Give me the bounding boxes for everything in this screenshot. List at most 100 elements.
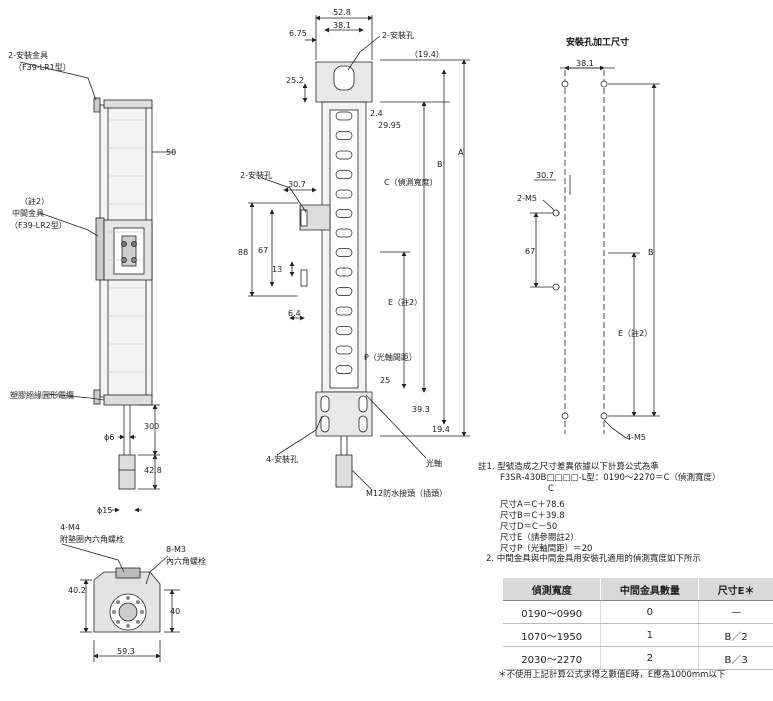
dim-A: A <box>458 148 464 157</box>
dim-6-4: 6.4 <box>288 309 301 318</box>
header-dim-e: 尺寸E＊ <box>698 578 773 601</box>
dim-19-4-bot: 19.4 <box>432 425 450 434</box>
hex-bolt-marks <box>112 596 144 628</box>
rlabel-4-m5: 4-M5 <box>626 433 646 442</box>
formula-e: 尺寸E（請參閱註2） <box>500 532 579 543</box>
optical-axis-slot <box>335 209 353 218</box>
table-row: 1070～1950 1 B／2 <box>503 623 773 647</box>
hex-bolt <box>135 600 140 605</box>
cell-count: 0 <box>600 600 700 624</box>
dim-C: C（偵測寬度） <box>384 177 438 187</box>
optical-axis-slot <box>335 248 353 257</box>
footnote: ＊不使用上記計算公式求得之數值E時，E應為1000mm以下 <box>498 670 726 680</box>
hex-bolt <box>135 619 140 624</box>
note-1-model: F3SR-430B□□□□-L型：0190～2270＝C（偵測寬度） <box>500 472 721 483</box>
dim-39-3: 39.3 <box>412 405 430 414</box>
dim-E: E（註2） <box>388 297 422 307</box>
optical-axis-slot <box>335 287 353 296</box>
spec-table: 偵測寬度 中間金具數量 尺寸E＊ 0190～0990 0 — 1070～1950… <box>503 578 773 670</box>
optical-axis-slot <box>335 150 353 160</box>
cell-width: 1070～1950 <box>503 623 602 647</box>
cell-width: 2030～2270 <box>503 646 602 670</box>
hex-bolt <box>112 610 116 614</box>
label-hole-top: 2-安裝孔 <box>382 30 414 40</box>
header-detect-width: 偵測寬度 <box>503 578 602 601</box>
hex-bolt <box>126 624 130 628</box>
dim-13: 13 <box>272 265 282 274</box>
label-connector: M12防水接頭（插頭） <box>366 488 447 498</box>
label-cable: 塑膠絕緣圓形電纜 <box>10 390 74 400</box>
label-hole-bottom: 4-安裝孔 <box>266 454 298 464</box>
center-front-view <box>248 15 470 491</box>
formula-d: 尺寸D＝C－50 <box>500 521 558 532</box>
table-row: 0190～0990 0 — <box>503 600 773 624</box>
dim-2-4: 2.4 <box>370 109 383 118</box>
mounting-hole <box>600 412 608 420</box>
mounting-hole-marks <box>552 80 608 420</box>
dim-50: 50 <box>166 148 176 157</box>
hex-bolt <box>116 619 121 624</box>
dim-phi6: ϕ6 <box>104 433 114 442</box>
optical-axis-slot <box>335 345 353 355</box>
rlabel-2-m5: 2-M5 <box>517 194 537 203</box>
table-row: 2030～2270 2 B／3 <box>503 646 773 670</box>
dim-25: 25 <box>380 376 390 385</box>
header-bracket-count: 中間金具數量 <box>600 578 700 601</box>
bottom-view <box>61 543 180 662</box>
optical-axis-slot <box>335 326 353 335</box>
dim-42-8: 42.8 <box>144 466 162 475</box>
mounting-hole <box>552 283 560 291</box>
optical-axis-slots <box>108 111 353 374</box>
cell-count: 1 <box>600 623 700 647</box>
hex-bolt <box>126 596 130 600</box>
right-hole-view <box>530 65 660 439</box>
dim-phi15: ϕ15 <box>97 506 112 515</box>
note-1: 註1. 型號造成之尺寸差異依據以下計算公式為準 <box>478 462 659 472</box>
dim-40-2: 40.2 <box>68 586 86 595</box>
notes-block: 註1. 型號造成之尺寸差異依據以下計算公式為準 F3SR-430B□□□□-L型… <box>478 462 768 565</box>
optical-axis-slot <box>335 365 353 374</box>
formula-a: 尺寸A＝C＋78.6 <box>500 500 565 511</box>
note-2: 2. 中間金具與中間金具用安裝孔適用的偵測寬度如下所示 <box>486 554 701 565</box>
rdim-E: E（註2） <box>618 328 652 338</box>
label-4-m4-desc: 附墊圈內六角螺栓 <box>60 534 124 544</box>
label-8-m3-desc: 內六角螺栓 <box>166 556 206 566</box>
optical-axis-slot <box>335 170 353 179</box>
dim-B: B <box>437 160 443 169</box>
hex-bolt <box>116 600 121 605</box>
cell-e: B／2 <box>698 623 773 647</box>
label-mid-note: （註2） <box>20 196 49 206</box>
dim-38-1: 38.1 <box>333 21 351 30</box>
optical-axis-slot <box>335 306 353 316</box>
optical-axis-slot <box>335 228 353 238</box>
label-4-m4: 4-M4 <box>60 523 80 532</box>
label-mid-bracket: 中間金具 <box>12 208 44 218</box>
cell-count: 2 <box>600 646 700 670</box>
mounting-hole <box>552 209 560 217</box>
title-hole-dimensions: 安裝孔加工尺寸 <box>566 36 629 48</box>
formula-b: 尺寸B＝C＋39.8 <box>500 511 565 522</box>
dim-67: 67 <box>258 246 268 255</box>
label-bracket: 2-安裝金具 <box>8 50 48 60</box>
label-8-m3: 8-M3 <box>166 545 186 554</box>
note-1-c: C <box>548 483 554 494</box>
rdim-67: 67 <box>525 247 535 256</box>
dim-40: 40 <box>170 607 180 616</box>
optical-axis-slot <box>335 267 353 277</box>
optical-axis-slot <box>335 131 353 140</box>
dim-25-2: 25.2 <box>286 76 304 85</box>
label-mid-bracket-model: （F39-LR2型） <box>10 221 67 230</box>
rdim-30-7: 30.7 <box>536 171 554 180</box>
dim-59-3: 59.3 <box>117 647 135 656</box>
table-header-row: 偵測寬度 中間金具數量 尺寸E＊ <box>503 578 773 601</box>
labels: 2-安裝金具 （F39-LR1型） （註2） 中間金具 （F39-LR2型） 塑… <box>8 8 654 656</box>
dim-30-7: 30.7 <box>288 180 306 189</box>
dim-6-75: 6.75 <box>289 29 307 38</box>
cell-e: — <box>698 600 773 624</box>
dim-300: 300 <box>144 422 159 431</box>
rdim-38-1: 38.1 <box>576 59 594 68</box>
label-bracket-model: （F39-LR1型） <box>14 63 71 72</box>
label-optical-axis: 光軸 <box>426 458 442 468</box>
mounting-hole <box>561 412 569 420</box>
optical-axis-slot <box>335 111 353 121</box>
